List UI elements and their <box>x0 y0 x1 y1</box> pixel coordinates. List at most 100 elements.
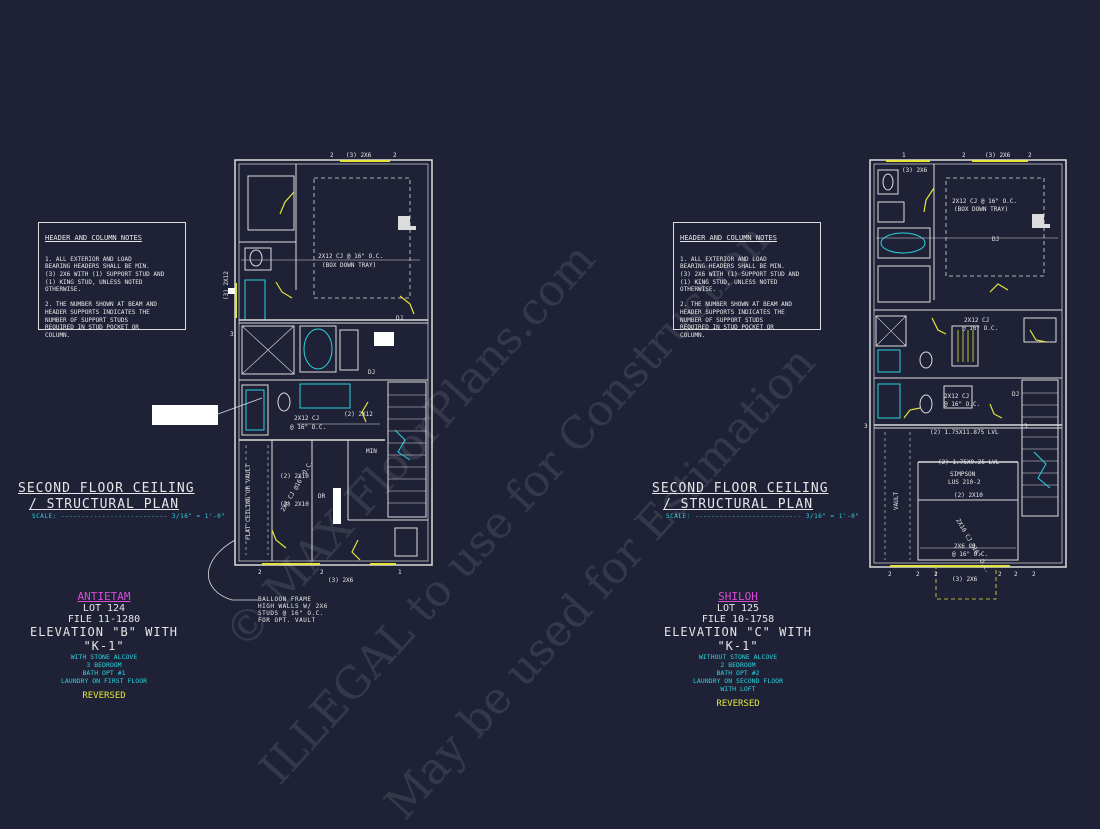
left-bottom-num: 1 <box>398 569 402 576</box>
header-column-notes-right: HEADER AND COLUMN NOTES 1. ALL EXTERIOR … <box>673 222 821 339</box>
right-lvl-beam: (2) 1.75x11.875 LVL <box>930 429 999 436</box>
right-toilet <box>877 169 899 195</box>
project-elevation: ELEVATION "B" WITH "K-1" <box>29 625 179 653</box>
right-shower <box>875 315 907 347</box>
right-bottom-header: (3) 2x6 <box>952 576 978 583</box>
left-tray-ceiling <box>313 177 411 299</box>
plan-title-line2: / STRUCTURAL PLAN <box>662 497 814 512</box>
right-tub <box>877 227 931 259</box>
right-top-header: (3) 2x6 <box>985 152 1011 159</box>
right-plan-labels: (3) 2x6 (3) 2x6 1 2 2 2x12 CJ @ 16" O.C.… <box>864 152 1036 583</box>
left-exterior-wall <box>234 159 433 566</box>
right-cj-main-sub: (BOX DOWN TRAY) <box>954 206 1008 213</box>
right-closet-2 <box>1023 317 1057 343</box>
project-lot: LOT 124 <box>82 603 126 614</box>
right-cj-main: 2x12 CJ @ 16" O.C. <box>952 198 1017 205</box>
left-tub <box>299 325 337 373</box>
right-cj-mid: 2x12 CJ <box>964 317 989 324</box>
right-dj: DJ <box>992 236 999 243</box>
left-linen <box>339 329 359 371</box>
balloon-frame-note: BALLOON FRAME HIGH WALLS w/ 2x6 STUDS @ … <box>258 596 328 624</box>
left-top-header: (3) 2x6 <box>346 152 372 159</box>
plan-title-right: SECOND FLOOR CEILING / STRUCTURAL PLAN S… <box>652 481 860 520</box>
left-post <box>398 216 416 230</box>
right-hall-toilet <box>919 394 933 414</box>
right-stair-break <box>1033 451 1051 489</box>
project-block-left: ANTIETAM LOT 124 FILE 11-1280 ELEVATION … <box>14 590 194 701</box>
right-bottom-num: 2 <box>934 571 938 578</box>
right-vanity <box>877 201 905 223</box>
right-top-num: 1 <box>902 152 906 159</box>
right-bottom-num: 2 <box>998 571 1002 578</box>
right-cj-bath-sub: @ 16" O.C. <box>944 401 980 408</box>
project-name: ANTIETAM <box>77 590 131 603</box>
plan-title-left: SECOND FLOOR CEILING / STRUCTURAL PLAN S… <box>18 481 226 520</box>
left-shower <box>241 325 295 375</box>
project-reversed: REVERSED <box>716 699 760 709</box>
left-hall-vanity <box>299 383 351 409</box>
right-top-num: 2 <box>962 152 966 159</box>
right-beam-num: 3 <box>1024 423 1028 430</box>
left-closet <box>247 175 295 231</box>
right-cj-mid-sub: @ 16" O.C. <box>962 325 998 332</box>
project-option: WITH LOFT <box>720 685 756 693</box>
left-header-marks <box>235 160 415 565</box>
right-toilet-bowl <box>882 173 894 191</box>
left-shower-x <box>241 325 295 375</box>
right-stair-treads <box>1022 392 1058 498</box>
right-laundry-lines <box>957 330 974 362</box>
left-hdr-2x10: (2) 2x10 <box>280 473 309 480</box>
left-label-patch <box>374 332 394 346</box>
right-hall-vanity <box>943 385 973 409</box>
left-label-patch-2 <box>152 405 218 425</box>
left-stair-treads <box>388 394 426 504</box>
right-bottom-num: 2 <box>1032 571 1036 578</box>
scale-value: 3/16" = 1'-0" <box>171 513 226 520</box>
left-door-patch <box>333 488 341 524</box>
right-shower-x <box>875 315 907 347</box>
right-bottom-num: 2 <box>916 571 920 578</box>
plan-title-line2: / STRUCTURAL PLAN <box>28 497 180 512</box>
left-bottom-header: (3) 2x6 <box>328 577 354 584</box>
project-option: BATH OPT #1 <box>82 669 126 677</box>
notes-heading: HEADER AND COLUMN NOTES <box>45 233 142 242</box>
plan-title-line1: SECOND FLOOR CEILING <box>652 481 829 496</box>
left-stair-break <box>394 429 411 461</box>
right-tub-basin <box>880 232 926 254</box>
right-lvl-loft: (2) 1.75x9.25 LVL <box>938 459 1000 466</box>
right-top-num: 2 <box>1028 152 1032 159</box>
notes-heading: HEADER AND COLUMN NOTES <box>680 233 777 242</box>
left-bottom-num: 2 <box>258 569 262 576</box>
scale-label: SCALE: <box>32 513 57 520</box>
left-exterior-wall-inner <box>238 163 429 562</box>
left-hall-tub-inner <box>245 389 265 431</box>
right-exterior-wall-inner <box>873 163 1063 564</box>
right-loft <box>917 499 1019 561</box>
right-hall-tub <box>877 383 901 419</box>
right-post <box>1032 214 1050 228</box>
left-dj: DJ <box>368 369 375 376</box>
project-name: SHILOH <box>718 590 758 603</box>
left-dj: DJ <box>396 315 403 322</box>
scale-label: SCALE: <box>666 513 691 520</box>
left-stair-header: (2) 2x12 <box>344 411 373 418</box>
project-reversed: REVERSED <box>82 691 126 701</box>
left-bottom-num: 2 <box>320 569 324 576</box>
left-top-num: 2 <box>330 152 334 159</box>
left-hall-tub <box>241 384 269 436</box>
project-file: FILE 10-1758 <box>701 614 775 625</box>
right-beam-num: 3 <box>864 423 868 430</box>
left-leader-line-2 <box>217 397 263 415</box>
project-option: LAUNDRY ON SECOND FLOOR <box>692 677 783 685</box>
right-closet <box>877 265 931 303</box>
right-sink <box>877 349 901 373</box>
left-dr: DR <box>318 493 326 500</box>
right-tray-ceiling <box>945 177 1045 277</box>
plan-title-line1: SECOND FLOOR CEILING <box>18 481 195 496</box>
right-cj-bath: 2x12 CJ <box>944 393 969 400</box>
right-cj-bottom: 2x6 CJ <box>954 543 976 550</box>
right-bottom-num: 2 <box>888 571 892 578</box>
left-closet-2 <box>394 527 418 557</box>
